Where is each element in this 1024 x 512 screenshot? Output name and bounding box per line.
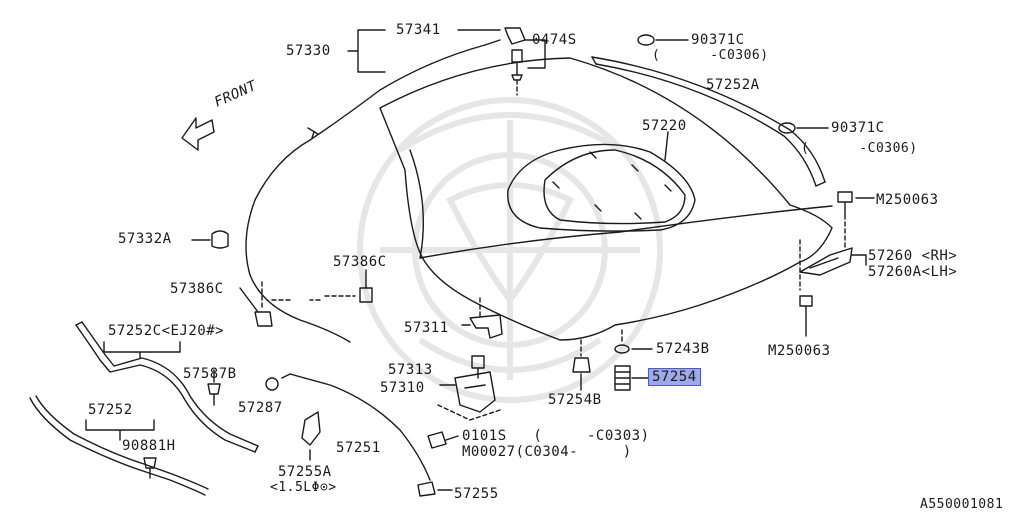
hood-stay-rod-57251 — [289, 373, 431, 481]
label-57330[interactable]: 57330 — [286, 43, 331, 59]
label-57252c[interactable]: 57252C<EJ20#> — [108, 323, 225, 339]
bolt-m250063-top[interactable] — [837, 191, 853, 216]
label-57243b[interactable]: 57243B — [656, 341, 710, 357]
label-57220[interactable]: 57220 — [642, 118, 687, 134]
ref-code: A550001081 — [920, 497, 1004, 512]
bolt-m250063-bottom[interactable] — [799, 295, 813, 337]
cushion-57254b[interactable] — [572, 357, 591, 373]
label-57260a[interactable]: 57260A<LH> — [868, 264, 958, 280]
label-57332a[interactable]: 57332A — [118, 231, 172, 247]
hood-scoop — [507, 143, 696, 232]
label-57587b[interactable]: 57587B — [183, 366, 237, 382]
cable-clip-57386c-mid[interactable] — [359, 287, 373, 303]
grommet-57332a[interactable] — [211, 230, 229, 249]
label-57255[interactable]: 57255 — [454, 486, 499, 502]
label-57252[interactable]: 57252 — [88, 402, 133, 418]
label-57313[interactable]: 57313 — [388, 362, 433, 378]
label-0474s[interactable]: 0474S — [532, 32, 577, 48]
label-57254b[interactable]: 57254B — [548, 392, 602, 408]
label-57341[interactable]: 57341 — [396, 22, 441, 38]
cable-clip[interactable] — [504, 27, 526, 45]
label-57255a[interactable]: 57255A — [278, 464, 332, 480]
label-m00027[interactable]: M00027(C0304- ) — [462, 444, 632, 460]
cable-clip-57386c-left[interactable] — [254, 311, 273, 327]
bracket-57255[interactable] — [417, 481, 436, 497]
bumper-90371c-mid[interactable] — [778, 122, 796, 134]
bolt-0474s[interactable] — [511, 49, 523, 81]
label-57255a-note: <1.5LΦ⊙> — [270, 480, 337, 495]
label-57310[interactable]: 57310 — [380, 380, 425, 396]
bolt-0101s[interactable] — [427, 431, 459, 449]
bolt-57313[interactable] — [471, 355, 485, 379]
seal-57252 — [29, 397, 206, 496]
washer-57243b[interactable] — [614, 344, 630, 354]
hood-latch-57310[interactable] — [454, 371, 496, 413]
label-90371c-mid[interactable]: 90371C — [831, 120, 885, 136]
seal-watermark-icon — [357, 97, 663, 403]
hood-weatherstrip — [591, 56, 826, 183]
label-90371c-mid-note: ( -C0306) — [801, 141, 918, 156]
label-57252a[interactable]: 57252A — [706, 77, 760, 93]
release-cable — [245, 44, 486, 343]
label-0101s[interactable]: 0101S ( -C0303) — [462, 428, 650, 444]
label-m250063-bottom[interactable]: M250063 — [768, 343, 831, 359]
label-57254-highlighted[interactable]: 57254 — [648, 368, 701, 386]
label-57287[interactable]: 57287 — [238, 400, 283, 416]
seal-57252c — [75, 324, 256, 453]
clip-57587b[interactable] — [207, 383, 221, 406]
label-57386c-mid[interactable]: 57386C — [333, 254, 387, 270]
cushion-57254[interactable] — [614, 365, 631, 391]
label-m250063-top[interactable]: M250063 — [876, 192, 939, 208]
label-57251[interactable]: 57251 — [336, 440, 381, 456]
grommet-57287[interactable] — [265, 377, 279, 391]
bumper-90371c-top[interactable] — [637, 34, 655, 46]
front-arrow-icon — [181, 117, 215, 151]
label-90371c-top-note: ( -C0306) — [652, 48, 769, 63]
label-90881h[interactable]: 90881H — [122, 438, 176, 454]
label-90371c-top[interactable]: 90371C — [691, 32, 745, 48]
bracket-57255a[interactable] — [301, 411, 321, 446]
hood-hinge-57260[interactable] — [799, 247, 853, 276]
label-57311[interactable]: 57311 — [404, 320, 449, 336]
label-57260[interactable]: 57260 <RH> — [868, 248, 958, 264]
hood-latch-striker[interactable] — [469, 314, 503, 339]
hood-panel[interactable] — [379, 57, 833, 341]
label-57386c-left[interactable]: 57386C — [170, 281, 224, 297]
clip-90881h[interactable] — [143, 457, 157, 479]
